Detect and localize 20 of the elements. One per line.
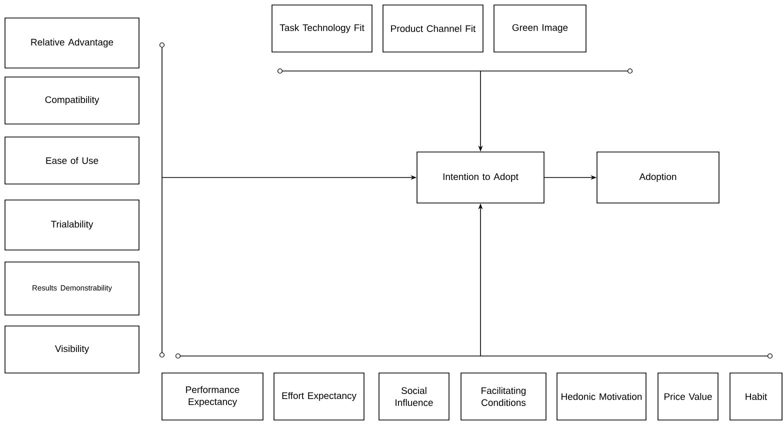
concept-box: Performance Expectancy <box>162 372 264 420</box>
concept-box: Price Value <box>658 372 718 420</box>
concept-box: Task Technology Fit <box>272 4 372 52</box>
concept-box: Intention to Adopt <box>416 152 544 204</box>
grouping-bar <box>277 68 633 74</box>
grouping-bar <box>175 353 773 359</box>
grouping-bar <box>159 42 165 358</box>
concept-box: Effort Expectancy <box>274 372 364 420</box>
concept-box: Product Channel Fit <box>382 4 484 52</box>
concept-box: Habit <box>730 372 782 420</box>
concept-box: Adoption <box>596 152 720 204</box>
concept-box: Green Image <box>494 4 586 52</box>
concept-box: Visibility <box>4 326 140 374</box>
concept-box: Trialability <box>4 200 140 250</box>
concept-box: Social Influence <box>378 372 450 420</box>
concept-box: Hedonic Motivation <box>556 372 646 420</box>
concept-box: Facilitating Conditions <box>460 372 546 420</box>
concept-box: Compatibility <box>4 76 140 124</box>
concept-box: Ease of Use <box>4 136 140 184</box>
concept-box: Relative Advantage <box>4 18 140 68</box>
